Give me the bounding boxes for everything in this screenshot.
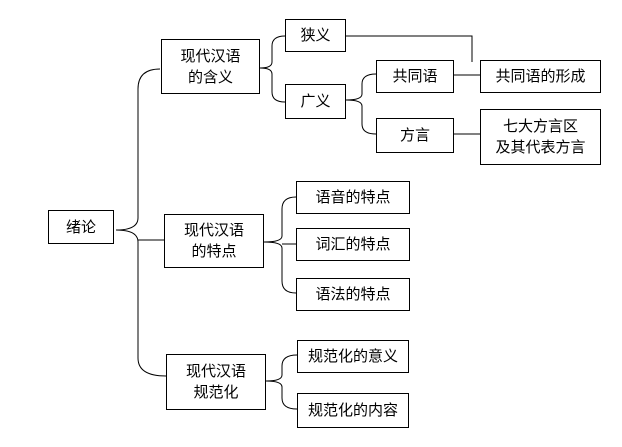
dialects-node: 方言: [376, 118, 454, 153]
dialect-areas-node: 七大方言区 及其代表方言: [480, 109, 601, 165]
root-brace: [115, 68, 167, 377]
broad-meaning-node: 广义: [285, 84, 346, 119]
standardization-node: 现代汉语 规范化: [166, 354, 266, 410]
narrow-meaning-node: 狭义: [285, 19, 346, 52]
meaning-node: 现代汉语 的含义: [161, 39, 260, 94]
features-brace: [263, 196, 297, 294]
phonetic-features-node: 语音的特点: [296, 181, 410, 214]
grammatical-features-node: 语法的特点: [296, 278, 410, 311]
narrow-line: [346, 35, 473, 62]
standardization-significance-node: 规范化的意义: [297, 340, 409, 373]
standardization-brace: [265, 354, 298, 410]
features-node: 现代汉语 的特点: [164, 214, 264, 268]
lexical-features-node: 词汇的特点: [296, 228, 410, 261]
broad-brace: [345, 73, 377, 135]
common-language-node: 共同语: [376, 60, 454, 93]
meaning-brace: [259, 35, 286, 103]
common-language-formation-node: 共同语的形成: [480, 60, 601, 93]
root-node: 绪论: [48, 210, 114, 244]
standardization-content-node: 规范化的内容: [297, 393, 409, 428]
